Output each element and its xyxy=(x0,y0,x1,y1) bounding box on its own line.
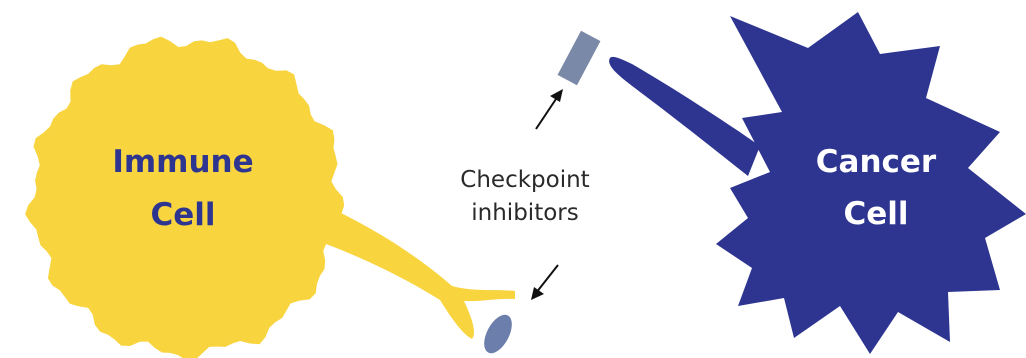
caption-line2: inhibitors xyxy=(471,200,578,226)
cancer-cell-body xyxy=(716,12,1026,354)
checkpoint-inhibitors: Checkpoint inhibitors xyxy=(460,31,600,358)
arrow-down-left-icon xyxy=(531,265,558,300)
cancer-cell: Cancer Cell xyxy=(609,12,1026,354)
arrow-up-right-icon xyxy=(536,89,563,129)
inhibitor-oval xyxy=(478,310,517,357)
inhibitor-rectangle xyxy=(558,31,601,85)
immune-cell: Immune Cell xyxy=(25,37,515,358)
cancer-cell-label-line1: Cancer xyxy=(816,144,937,180)
cancer-cell-label-line2: Cell xyxy=(843,196,908,232)
immune-cell-label-line2: Cell xyxy=(150,197,215,233)
immune-cell-label-line1: Immune xyxy=(112,144,253,180)
cancer-cell-receptor xyxy=(609,57,760,176)
caption-line1: Checkpoint xyxy=(460,167,589,193)
